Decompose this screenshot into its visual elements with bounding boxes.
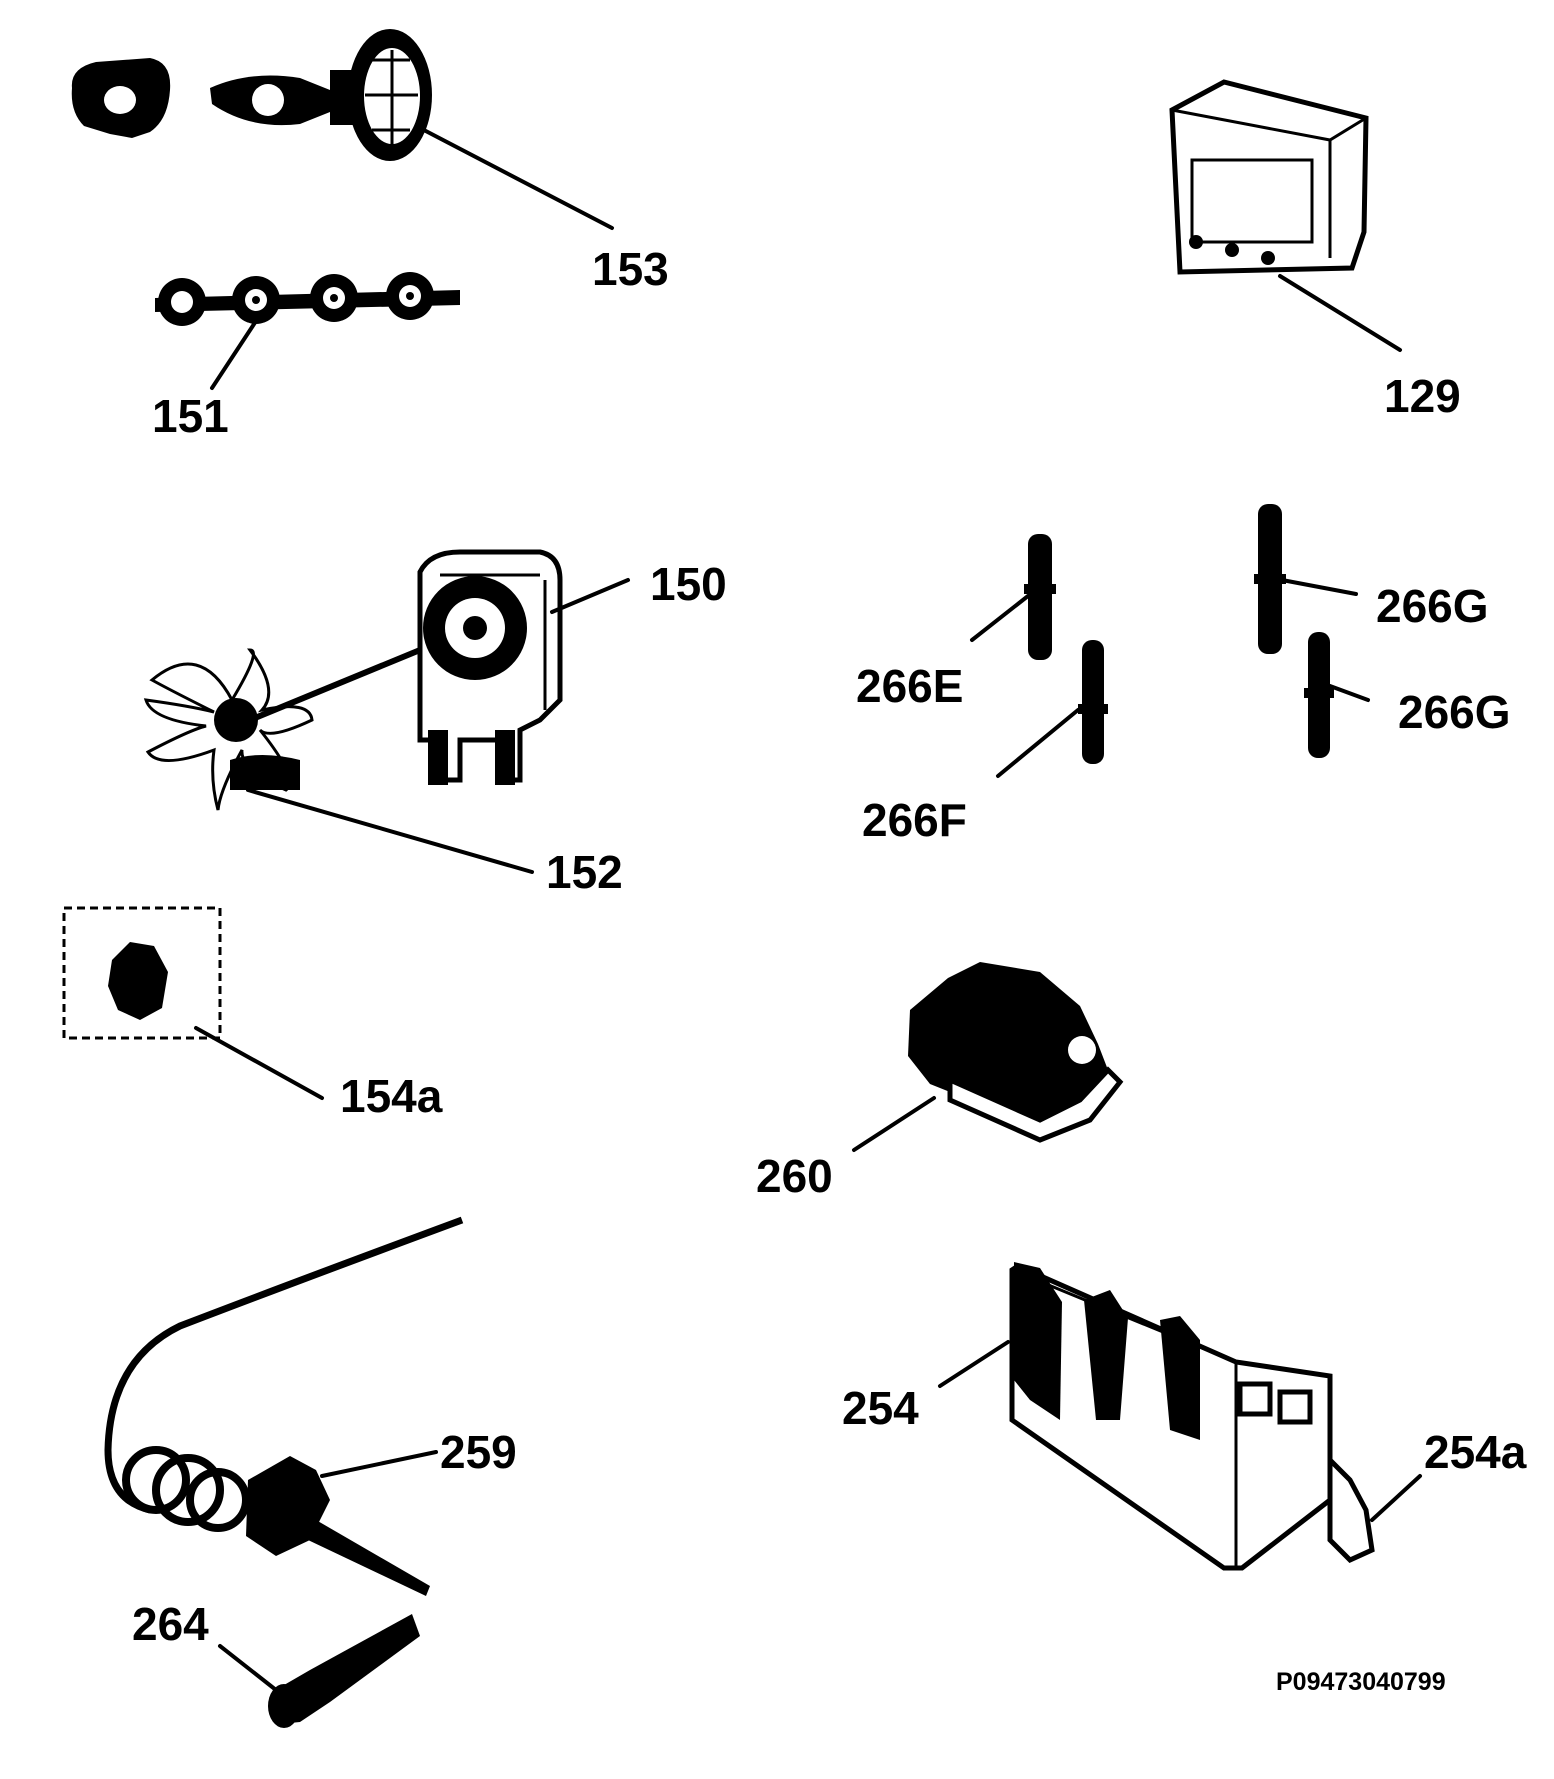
leader-154a [194, 1026, 324, 1100]
leader-254a [1370, 1474, 1422, 1522]
part-264-sensor-probe [268, 1614, 420, 1728]
leader-264 [218, 1644, 278, 1692]
label-254: 254 [842, 1382, 919, 1434]
leader-266E [970, 594, 1030, 642]
label-266E: 266E [856, 660, 963, 712]
leader-266G-top [1280, 578, 1358, 596]
leader-266G-bottom [1328, 684, 1370, 702]
part-151-connector-strip [155, 272, 460, 326]
label-260: 260 [756, 1150, 833, 1202]
part-154a-gasket [62, 906, 222, 1040]
label-264: 264 [132, 1598, 209, 1650]
leader-150 [550, 578, 630, 614]
part-259-thermostat-capillary [104, 1216, 464, 1596]
label-129: 129 [1384, 370, 1461, 422]
part-129-timer-module [1169, 79, 1369, 275]
label-152: 152 [546, 846, 623, 898]
part-152-fan-blade [143, 647, 422, 811]
part-153-knob-assembly [71, 29, 432, 161]
leader-153 [418, 126, 614, 230]
part-266F-terminal [1078, 640, 1108, 764]
leader-254 [938, 1340, 1010, 1388]
label-150: 150 [650, 558, 727, 610]
label-153: 153 [592, 243, 669, 295]
part-266G-terminal-bottom [1304, 632, 1334, 758]
document-code: P09473040799 [1276, 1668, 1446, 1696]
label-151: 151 [152, 390, 229, 442]
leader-260 [852, 1096, 936, 1152]
label-254a: 254a [1424, 1426, 1527, 1478]
label-266G-top: 266G [1376, 580, 1489, 632]
label-266F: 266F [862, 794, 967, 846]
leader-152 [246, 788, 534, 874]
label-259: 259 [440, 1426, 517, 1478]
part-260-switch-block [908, 962, 1124, 1143]
label-154a: 154a [340, 1070, 443, 1122]
leader-259 [320, 1450, 438, 1478]
part-266E-terminal [1024, 534, 1056, 660]
leader-151 [210, 316, 260, 390]
part-150-fan-motor [417, 549, 563, 785]
leader-266F [996, 708, 1080, 778]
part-254-ignition-generator [1009, 1262, 1375, 1571]
part-266G-terminal-top [1254, 504, 1286, 654]
label-266G-bottom: 266G [1398, 686, 1511, 738]
leader-129 [1278, 274, 1402, 352]
